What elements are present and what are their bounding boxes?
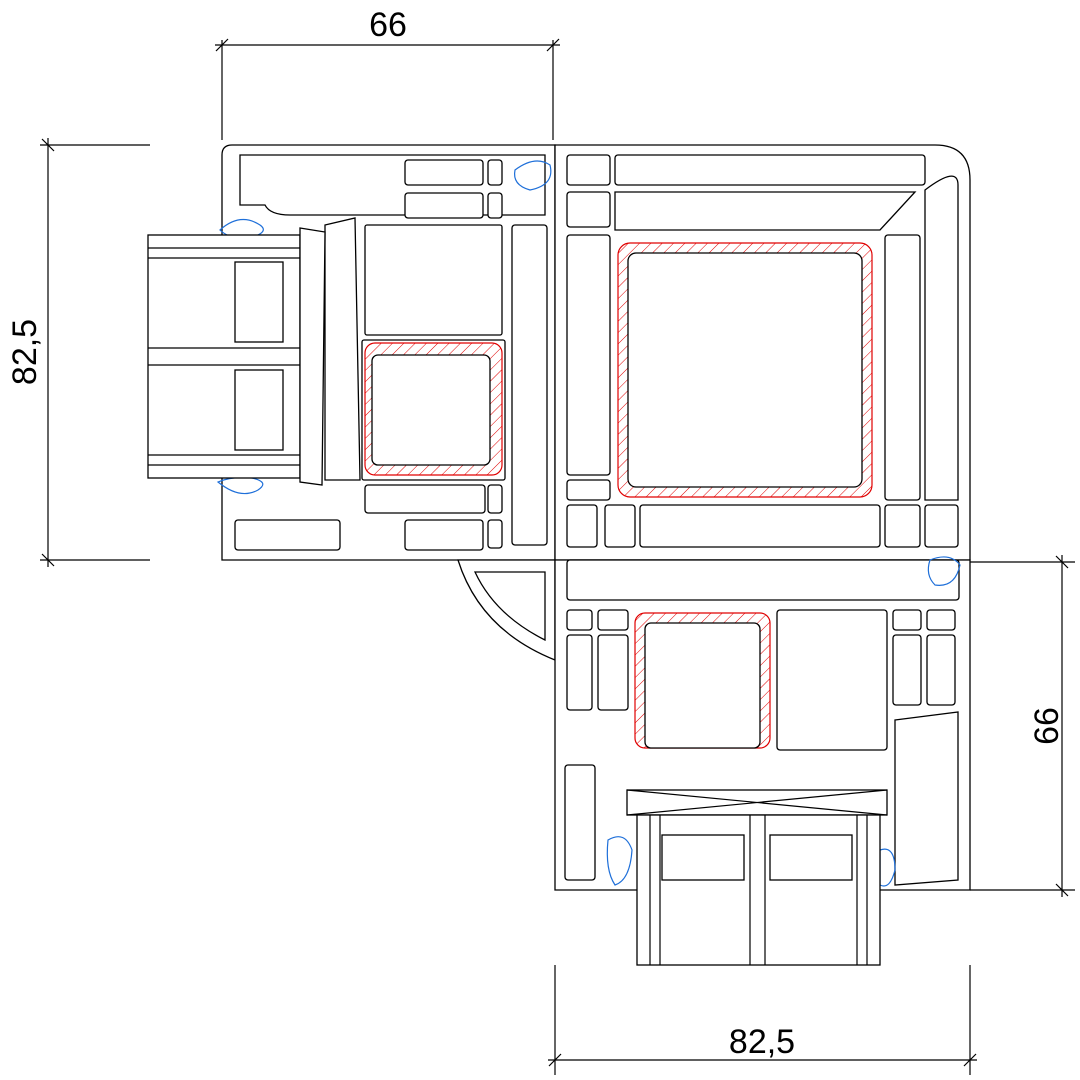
dimension-bottom-label: 82,5 — [729, 1023, 795, 1061]
gasket-right-frame — [927, 556, 961, 586]
right-frame-profile — [554, 144, 971, 561]
dimension-top-label: 66 — [369, 6, 407, 44]
dimension-right-label: 66 — [1028, 707, 1066, 745]
dimension-left-label: 82,5 — [6, 319, 44, 385]
gasket-bottom-left — [606, 836, 633, 886]
gasket-bottom-right — [879, 848, 896, 887]
dimension-left: 82,5 — [6, 138, 150, 567]
gasket-top-frame — [513, 160, 552, 191]
dimension-bottom: 82,5 — [548, 965, 977, 1075]
dimension-top: 66 — [215, 6, 560, 140]
bottom-glazing-unit — [626, 789, 888, 966]
left-glazing-unit — [147, 227, 326, 486]
dimension-right: 66 — [970, 555, 1075, 897]
